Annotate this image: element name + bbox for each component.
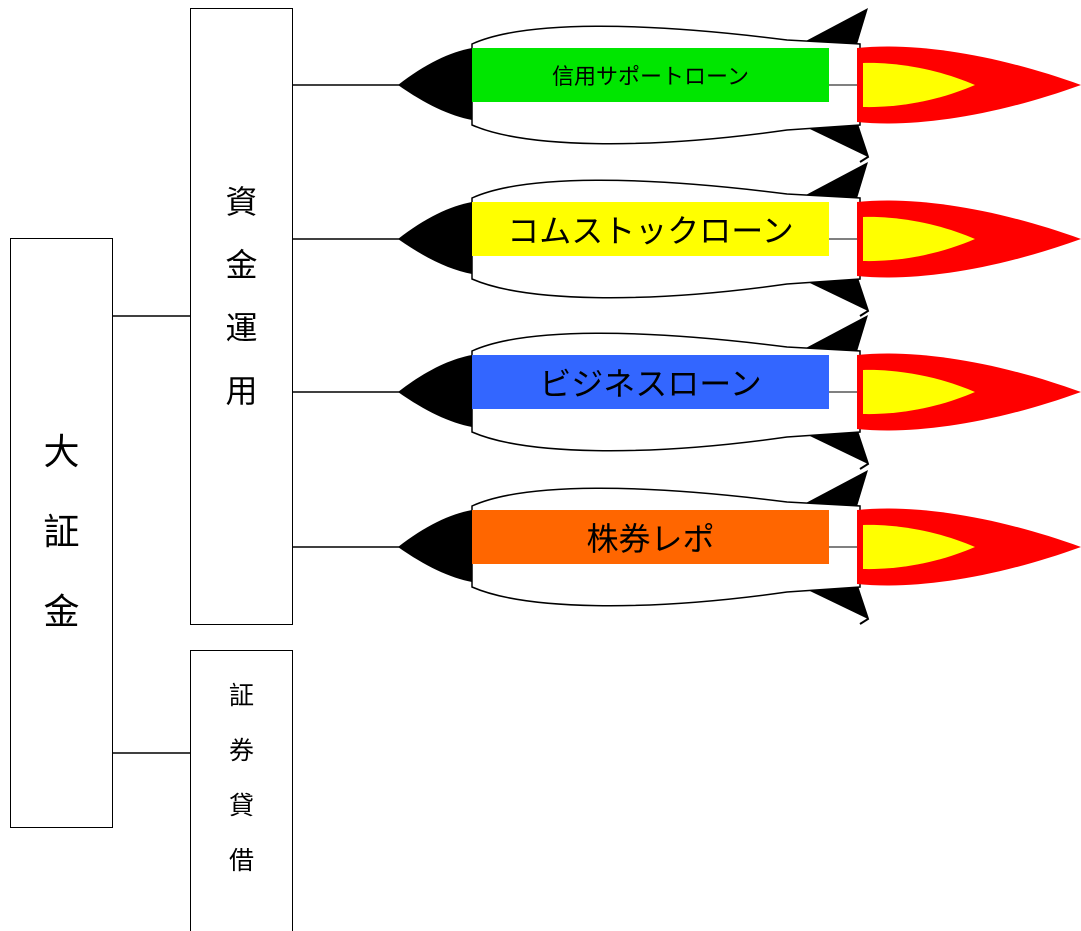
rocket-fin-top: [787, 8, 868, 51]
rocket-graphic: [398, 8, 1081, 163]
rocket-flame-inner: [863, 524, 975, 570]
rocket-label-band: [472, 202, 829, 256]
vertical-text-char: 大: [43, 432, 80, 473]
main-org-box: 大証金: [10, 238, 113, 828]
vertical-text-char: 金: [43, 592, 80, 633]
rocket-nose-cone: [398, 48, 472, 120]
rocket-graphic: [398, 470, 1081, 625]
vertical-text-char: 貸: [228, 791, 254, 820]
rocket-flame-inner: [863, 369, 975, 415]
rocket-2: コムストックローン: [395, 146, 1081, 332]
rocket-label-band: [472, 48, 829, 102]
vertical-text-char: 資: [225, 183, 258, 221]
rocket-fin-link: [854, 117, 870, 163]
rocket-nose-cone: [398, 510, 472, 582]
rocket-fin-top: [787, 162, 868, 205]
rocket-fin-top: [787, 470, 868, 513]
rocket-label: 信用サポートローン: [552, 65, 749, 90]
rocket-graphic: [398, 315, 1081, 470]
vertical-text-char: 証: [43, 512, 80, 553]
rocket-nose-cone: [398, 202, 472, 274]
rocket-fin-top: [787, 315, 868, 358]
rocket-flame-inner: [863, 216, 975, 262]
fund-management-box: 資金運用: [190, 8, 293, 625]
securities-lending-box: 証券貸借: [190, 650, 293, 931]
rocket-fin-link: [854, 271, 870, 317]
vertical-text-char: 金: [225, 246, 258, 284]
rocket-flame-inner: [863, 62, 975, 108]
vertical-text-char: 券: [228, 736, 254, 765]
rocket-1: 信用サポートローン: [395, 0, 1081, 178]
rocket-label-band: [472, 510, 829, 564]
rocket-fin-link: [854, 579, 870, 625]
vertical-text-char: 用: [225, 372, 258, 410]
vertical-text-char: 運: [225, 309, 258, 347]
vertical-text-char: 借: [228, 846, 254, 875]
vertical-text-char: 証: [228, 681, 254, 710]
rocket-graphic: [398, 162, 1081, 317]
rocket-label: コムストックローン: [507, 212, 794, 250]
rocket-4: 株券レポ: [395, 454, 1081, 640]
rocket-label: 株券レポ: [586, 520, 715, 558]
rocket-label-band: [472, 355, 829, 409]
rocket-label: ビジネスローン: [539, 365, 762, 403]
rocket-3: ビジネスローン: [395, 299, 1081, 485]
rocket-nose-cone: [398, 355, 472, 427]
rocket-fin-link: [854, 424, 870, 470]
